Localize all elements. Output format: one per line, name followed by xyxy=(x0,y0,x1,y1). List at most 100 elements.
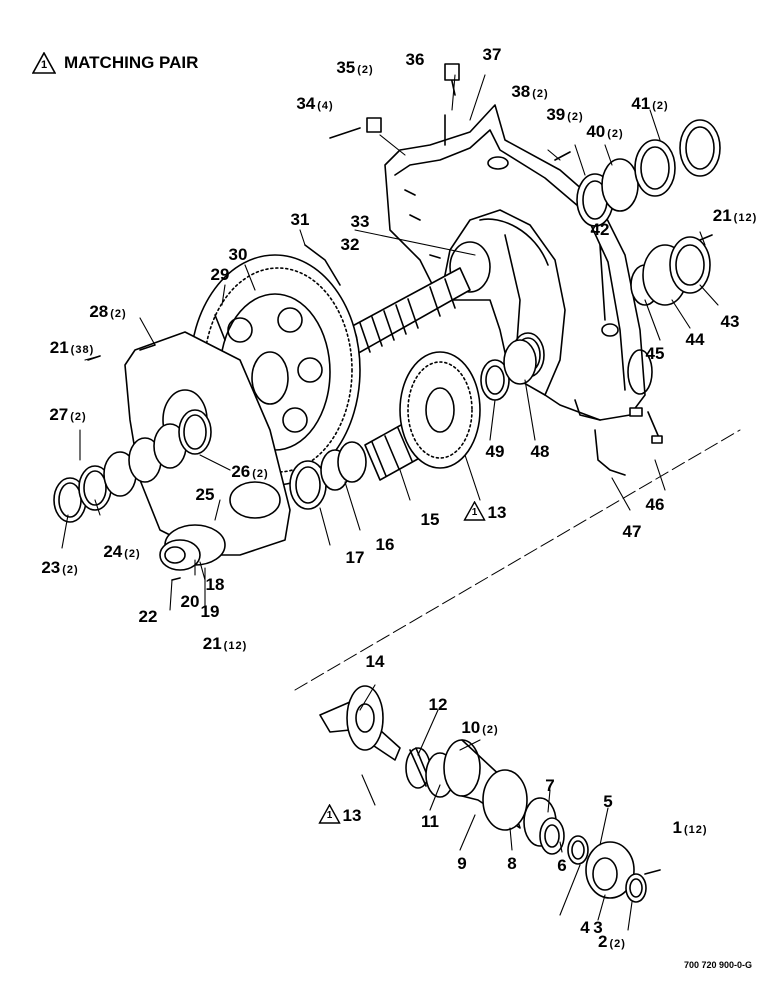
callout-32: 32 xyxy=(341,235,360,255)
callout-11: 11 xyxy=(421,812,439,832)
callout-number: 37 xyxy=(482,45,502,64)
callout-number: 1 xyxy=(672,818,682,837)
callout-number: 4 xyxy=(580,918,590,937)
callout-21: 21(12) xyxy=(203,634,247,654)
callout-22: 22 xyxy=(139,607,158,627)
matching-pair-note: 1 MATCHING PAIR xyxy=(32,52,198,74)
callout-5: 5 xyxy=(603,792,612,812)
callout-number: 21 xyxy=(202,634,222,653)
callout-quantity: (12) xyxy=(223,640,248,652)
callout-quantity: (2) xyxy=(124,548,141,560)
callout-number: 9 xyxy=(457,854,467,873)
warning-triangle-icon: 1 xyxy=(32,52,56,74)
callout-45: 45 xyxy=(646,344,665,364)
callout-number: 14 xyxy=(365,652,385,671)
callout-quantity: (2) xyxy=(70,411,87,423)
callout-37: 37 xyxy=(483,45,502,65)
callout-44: 44 xyxy=(686,330,705,350)
callout-number: 25 xyxy=(195,485,215,504)
callout-17: 17 xyxy=(346,548,365,568)
callout-46: 46 xyxy=(646,495,665,515)
callout-number: 23 xyxy=(41,558,61,577)
callout-number: 7 xyxy=(545,776,555,795)
callout-23: 23(2) xyxy=(41,558,78,578)
callout-1: 1(12) xyxy=(672,818,707,838)
callout-number: 15 xyxy=(420,510,440,529)
callout-number: 2 xyxy=(598,932,608,951)
callout-quantity: (2) xyxy=(62,564,79,576)
callout-quantity: (2) xyxy=(357,64,374,76)
seal-stack-right xyxy=(576,119,721,227)
callout-number: 12 xyxy=(428,695,448,714)
callout-7: 7 xyxy=(545,776,554,796)
callout-number: 6 xyxy=(557,856,567,875)
callout-4: 4 xyxy=(580,918,589,938)
callout-number: 27 xyxy=(49,405,69,424)
callout-number: 33 xyxy=(350,212,370,231)
callout-number: 20 xyxy=(180,592,200,611)
matching-pair-triangle-icon: 1 xyxy=(463,501,486,521)
callout-number: 18 xyxy=(205,575,225,594)
callout-18: 18 xyxy=(206,575,225,595)
pinion-gear-set xyxy=(289,419,426,510)
callout-39: 39(2) xyxy=(546,105,583,125)
callout-number: 11 xyxy=(421,812,439,831)
callout-number: 22 xyxy=(138,607,158,626)
callout-10: 10(2) xyxy=(461,718,498,738)
callout-number: 13 xyxy=(342,806,362,825)
pinion-assembly-lower xyxy=(319,685,647,903)
callout-quantity: (2) xyxy=(607,128,624,140)
callout-quantity: (12) xyxy=(683,824,708,836)
callout-quantity: (2) xyxy=(532,88,549,100)
callout-number: 21 xyxy=(712,206,732,225)
callout-number: 46 xyxy=(645,495,665,514)
callout-number: 29 xyxy=(210,265,230,284)
gearbox-housing xyxy=(384,104,653,421)
callout-quantity: (12) xyxy=(733,212,758,224)
callout-number: 5 xyxy=(603,792,613,811)
callout-number: 43 xyxy=(720,312,740,331)
callout-24: 24(2) xyxy=(103,542,140,562)
callout-quantity: (2) xyxy=(567,111,584,123)
callout-12: 12 xyxy=(429,695,448,715)
callout-14: 14 xyxy=(366,652,385,672)
bearing-stack-left xyxy=(53,409,212,523)
callout-33: 33 xyxy=(351,212,370,232)
callout-number: 39 xyxy=(546,105,566,124)
callout-15: 15 xyxy=(421,510,440,530)
input-shaft xyxy=(342,267,471,356)
callout-43: 43 xyxy=(721,312,740,332)
callout-number: 10 xyxy=(461,718,481,737)
callout-6: 6 xyxy=(557,856,566,876)
callout-42: 42 xyxy=(591,220,610,240)
callout-quantity: (2) xyxy=(482,724,499,736)
bearing-cups xyxy=(480,339,537,401)
leader-lines xyxy=(61,74,719,931)
callout-40: 40(2) xyxy=(586,122,623,142)
callout-number: 8 xyxy=(507,854,517,873)
callout-number: 26 xyxy=(231,462,251,481)
callout-29: 29 xyxy=(211,265,230,285)
callout-number: 3 xyxy=(593,918,603,937)
callout-49: 49 xyxy=(486,442,505,462)
note-text: MATCHING PAIR xyxy=(64,53,199,72)
callout-quantity: (38) xyxy=(70,344,95,356)
callout-number: 30 xyxy=(228,245,248,264)
callout-35: 35(2) xyxy=(336,58,373,78)
callout-34: 34(4) xyxy=(296,94,333,114)
callout-number: 17 xyxy=(345,548,365,567)
callout-31: 31 xyxy=(291,210,310,230)
callout-quantity: (2) xyxy=(110,308,127,320)
callout-27: 27(2) xyxy=(49,405,86,425)
callout-number: 41 xyxy=(631,94,651,113)
callout-quantity: (2) xyxy=(609,938,626,950)
callout-2: 2(2) xyxy=(598,932,626,952)
bearing-retainer-left xyxy=(159,524,226,571)
callout-48: 48 xyxy=(531,442,550,462)
callout-3: 3 xyxy=(593,918,602,938)
callout-number: 32 xyxy=(340,235,360,254)
drawing-code: 700 720 900-0-G xyxy=(683,960,752,970)
